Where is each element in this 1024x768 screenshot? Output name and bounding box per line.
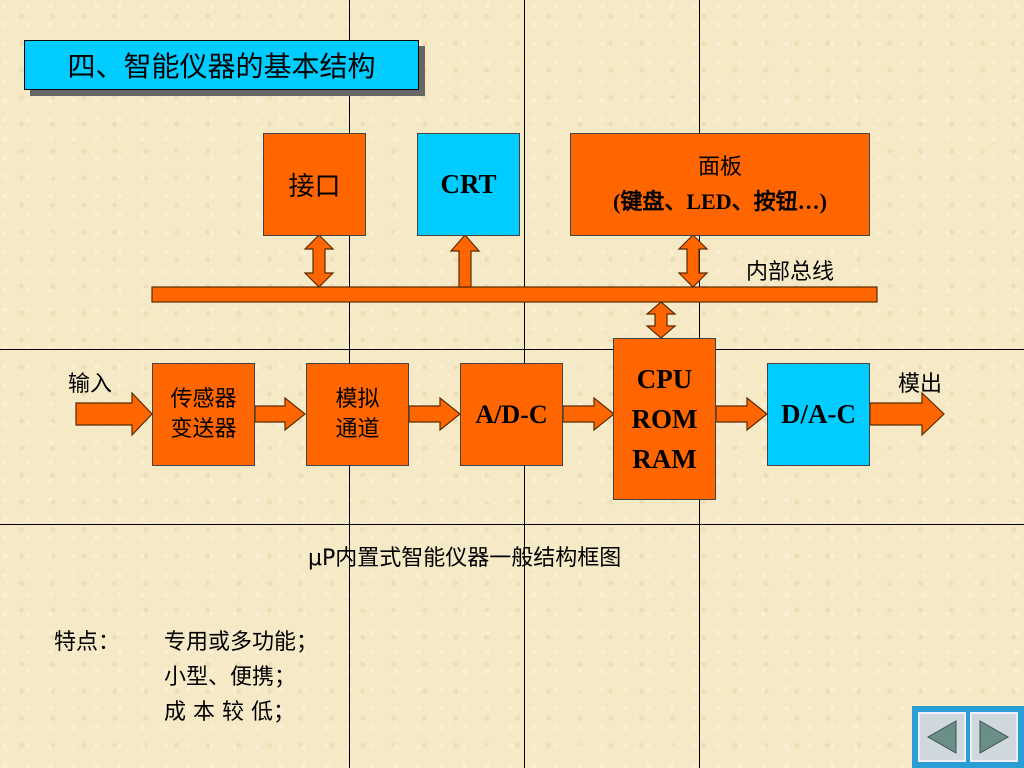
sensor-label-1: 传感器: [170, 386, 237, 412]
prev-slide-button[interactable]: [918, 712, 966, 762]
analog-channel-block: 模拟 通道: [306, 363, 409, 466]
cpu-block: CPU ROM RAM: [613, 338, 716, 500]
internal-bus: [151, 286, 878, 303]
interface-block: 接口: [263, 133, 366, 236]
grid-line-horizontal: [0, 349, 1024, 350]
sensor-block: 传感器 变送器: [152, 363, 255, 466]
crt-block: CRT: [417, 133, 520, 236]
output-arrow: [869, 391, 945, 437]
cpu-bus-arrow: [645, 301, 677, 339]
panel-label: 面板: [697, 154, 742, 180]
panel-bus-arrow: [677, 234, 709, 288]
sensor-label-2: 变送器: [170, 416, 237, 442]
analog-to-adc-arrow: [408, 396, 461, 432]
page-title: 四、智能仪器的基本结构: [24, 40, 419, 90]
interface-label: 接口: [288, 172, 341, 202]
panel-block: 面板 (键盘、LED、按钮…): [570, 133, 870, 236]
feature-item: 小型、便携；: [164, 665, 297, 690]
bus-label: 内部总线: [746, 260, 835, 285]
rom-label: ROM: [631, 404, 698, 434]
dac-block: D/A-C: [767, 363, 870, 466]
adc-label: A/D-C: [475, 399, 548, 429]
interface-bus-arrow: [303, 234, 335, 288]
feature-item: 专用或多功能；: [164, 630, 319, 655]
adc-to-cpu-arrow: [562, 396, 615, 432]
diagram-caption: μP内置式智能仪器一般结构框图: [308, 546, 622, 571]
triangle-left-icon: [926, 720, 957, 754]
panel-sublabel: (键盘、LED、按钮…): [613, 188, 827, 214]
analog-label-1: 模拟: [335, 386, 380, 412]
dac-label: D/A-C: [781, 399, 856, 429]
grid-line-horizontal: [0, 524, 1024, 525]
crt-bus-arrow: [449, 234, 481, 288]
next-slide-button[interactable]: [970, 712, 1018, 762]
ram-label: RAM: [632, 444, 697, 474]
adc-block: A/D-C: [460, 363, 563, 466]
feature-item: 成 本 较 低；: [164, 700, 295, 725]
output-label: 模出: [898, 372, 943, 397]
cpu-to-dac-arrow: [715, 396, 768, 432]
analog-label-2: 通道: [335, 416, 380, 442]
triangle-right-icon: [979, 720, 1010, 754]
features-label: 特点：: [54, 630, 121, 655]
crt-label: CRT: [440, 169, 497, 199]
sensor-to-analog-arrow: [254, 396, 306, 432]
input-arrow: [75, 391, 153, 437]
input-label: 输入: [68, 372, 113, 397]
cpu-label: CPU: [636, 364, 693, 394]
